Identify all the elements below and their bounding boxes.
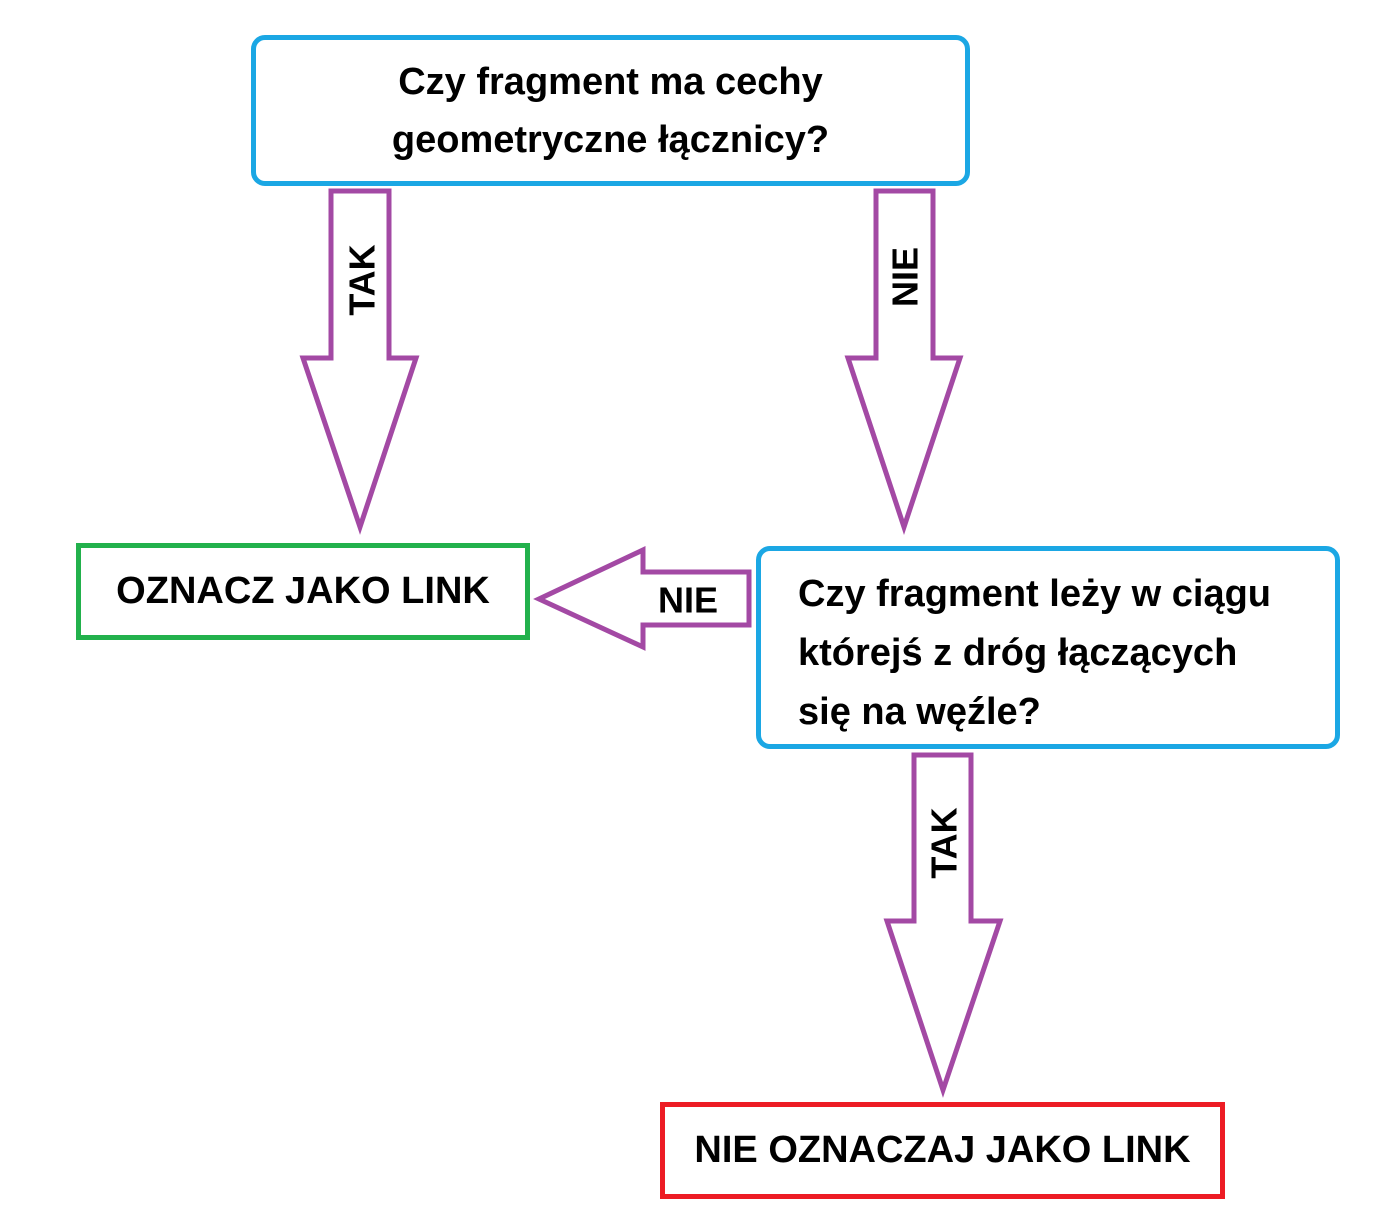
decision-node-geometry-line-1: Czy fragment ma cechy (398, 60, 823, 103)
decision-node-road-sequence: Czy fragment leży w ciągu którejś z dróg… (756, 546, 1340, 749)
decision-node-road-sequence-line-1: Czy fragment leży w ciągu (798, 573, 1272, 615)
outcome-mark-as-link: OZNACZ JAKO LINK (76, 543, 530, 640)
arrow-q1-no-label: NIE (885, 247, 926, 307)
arrow-q2-yes-label: TAK (924, 807, 965, 878)
arrow-q1-yes-label: TAK (342, 244, 383, 315)
arrow-q2-no-label: NIE (658, 580, 718, 621)
outcome-mark-as-link-label: OZNACZ JAKO LINK (116, 570, 490, 612)
decision-node-road-sequence-line-2: którejś z dróg łączących (798, 632, 1238, 674)
outcome-do-not-mark-as-link-label: NIE OZNACZAJ JAKO LINK (694, 1129, 1191, 1171)
arrow-q1-yes: TAK (299, 188, 420, 535)
arrow-q1-no: NIE (844, 188, 964, 535)
decision-node-geometry-line-2: geometryczne łącznicy? (391, 118, 830, 161)
arrow-q2-yes: TAK (883, 752, 1004, 1098)
arrow-q2-no: NIE (533, 546, 752, 651)
decision-node-road-sequence-line-3: się na węźle? (798, 691, 1041, 733)
decision-node-geometry: Czy fragment ma cechy geometryczne łączn… (251, 35, 970, 186)
outcome-do-not-mark-as-link: NIE OZNACZAJ JAKO LINK (660, 1102, 1225, 1199)
